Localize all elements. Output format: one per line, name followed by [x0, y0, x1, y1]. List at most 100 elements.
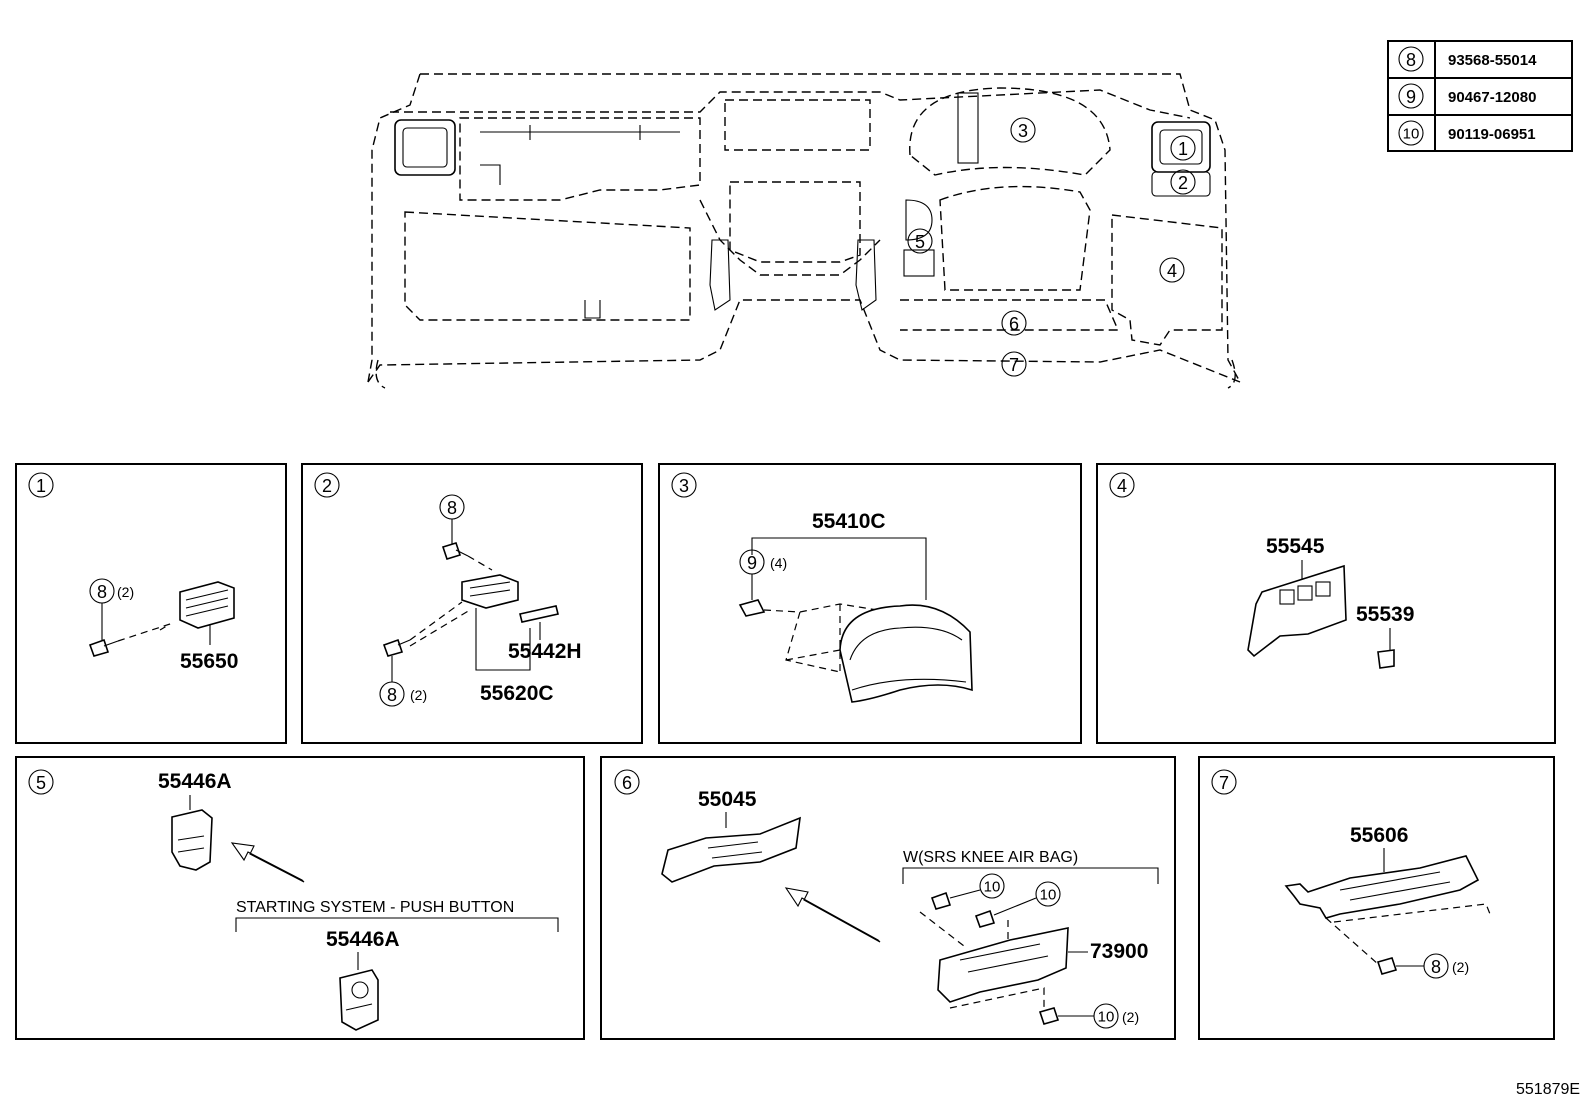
- svg-text:55446A: 55446A: [326, 928, 400, 951]
- overview-callout-3: 3: [1010, 117, 1036, 143]
- svg-text:5: 5: [915, 232, 925, 252]
- lower-right-leg: [1227, 359, 1236, 389]
- svg-text:8: 8: [387, 685, 397, 705]
- left-vent-inner: [402, 127, 448, 168]
- svg-text:55606: 55606: [1350, 824, 1408, 847]
- svg-text:6: 6: [622, 773, 632, 793]
- svg-text:55045: 55045: [698, 788, 757, 811]
- svg-text:8: 8: [1431, 957, 1441, 977]
- svg-text:55545: 55545: [1266, 535, 1325, 558]
- left-vent-outline: [394, 119, 456, 176]
- panel-7: 7 55606 8 (2): [1198, 756, 1555, 1040]
- glovebox-latch: [584, 300, 601, 319]
- left-pillar-detail: [709, 239, 731, 311]
- svg-text:1: 1: [1178, 139, 1188, 159]
- svg-text:55446A: 55446A: [158, 770, 232, 793]
- panel-5: 5 55446A STARTING SYSTEM - PUSH BUTTON 5…: [15, 756, 585, 1040]
- svg-text:55650: 55650: [180, 650, 238, 673]
- center-stack-outline: [729, 181, 861, 263]
- screw-8-p7: [1376, 957, 1398, 975]
- drawing-code: 551879E: [1516, 1081, 1580, 1098]
- svg-text:(4): (4): [770, 555, 787, 571]
- panel-2: 2 8 8 (2) 55442H 55620C: [301, 463, 643, 744]
- hole-cover-part: [1377, 649, 1395, 669]
- svg-text:90467-12080: 90467-12080: [1448, 89, 1536, 106]
- svg-text:93568-55014: 93568-55014: [1448, 52, 1537, 69]
- svg-text:W(SRS KNEE AIR BAG): W(SRS KNEE AIR BAG): [903, 849, 1078, 866]
- svg-text:(2): (2): [1122, 1009, 1139, 1025]
- panel-1: 1 8 (2) 55650: [15, 463, 287, 744]
- svg-text:90119-06951: 90119-06951: [1448, 126, 1536, 143]
- clip-9: [738, 599, 766, 617]
- svg-text:73900: 73900: [1090, 940, 1148, 963]
- svg-text:10: 10: [1403, 126, 1420, 143]
- air-vent-part: [179, 581, 235, 629]
- switch-base-part: [1247, 564, 1347, 658]
- screw-8-top: [441, 542, 462, 560]
- right-vent-inner: [1159, 129, 1203, 165]
- dashboard-top-line: [390, 89, 1191, 119]
- svg-text:9: 9: [747, 553, 757, 573]
- fastener-key-table: 8 93568-55014 9 90467-12080 10 90119-069…: [1387, 40, 1573, 152]
- center-screen-outline: [724, 99, 871, 151]
- cluster-hood-outline: [909, 87, 1111, 176]
- svg-text:(2): (2): [1452, 959, 1469, 975]
- lens-strip-part: [519, 605, 559, 623]
- cluster-center-tab: [957, 92, 979, 164]
- svg-text:8: 8: [447, 498, 457, 518]
- svg-text:4: 4: [1167, 261, 1177, 281]
- overview-callout-1: 1: [1170, 135, 1196, 161]
- lower-panel-part: [661, 816, 801, 883]
- center-console-line: [699, 199, 881, 276]
- push-button-bezel-part: [339, 969, 379, 1031]
- glovebox-outline: [404, 211, 691, 321]
- key-row-8: 8 93568-55014: [1398, 46, 1537, 72]
- svg-text:55620C: 55620C: [480, 682, 554, 705]
- direction-arrow-5: [230, 842, 305, 883]
- bolt-10-lower: [1038, 1007, 1060, 1025]
- right-pillar-detail: [855, 239, 877, 311]
- direction-arrow-6: [784, 887, 881, 943]
- svg-text:7: 7: [1219, 773, 1229, 793]
- lower-left-leg: [375, 359, 386, 389]
- overview-callout-7: 7: [1001, 351, 1027, 377]
- svg-text:5: 5: [36, 773, 46, 793]
- svg-text:2: 2: [1178, 173, 1188, 193]
- left-upper-panel: [459, 117, 701, 201]
- switch-pod: [905, 199, 933, 241]
- switch-housing-part: [461, 574, 519, 609]
- switch-bezel-part: [171, 809, 213, 871]
- svg-text:6: 6: [1009, 314, 1019, 334]
- svg-text:2: 2: [322, 476, 332, 496]
- svg-text:55442H: 55442H: [508, 640, 582, 663]
- svg-text:7: 7: [1009, 355, 1019, 375]
- svg-text:10: 10: [1040, 887, 1057, 904]
- switch-pod-base: [903, 249, 935, 277]
- panel-4: 4 55545 55539: [1096, 463, 1556, 744]
- left-upper-detail: [480, 125, 680, 185]
- right-lower-panel: [1111, 214, 1223, 346]
- panel-6: 6 55045 W(SRS KNEE AIR BAG) 10 10 73900 …: [600, 756, 1176, 1040]
- panel-3: 3 55410C 9 (4): [658, 463, 1082, 744]
- svg-text:10: 10: [984, 879, 1001, 896]
- svg-text:55410C: 55410C: [812, 510, 886, 533]
- dashboard-overview: 1 2 3 4 5 6 7: [367, 73, 1241, 389]
- svg-text:(2): (2): [117, 584, 134, 600]
- dash-bracket-part: [1284, 855, 1480, 919]
- svg-text:(2): (2): [410, 687, 427, 703]
- svg-text:55539: 55539: [1356, 603, 1414, 626]
- screw-8: [88, 638, 110, 657]
- svg-text:8: 8: [97, 582, 107, 602]
- svg-text:1: 1: [36, 476, 46, 496]
- svg-text:9: 9: [1406, 87, 1416, 107]
- svg-text:3: 3: [679, 476, 689, 496]
- key-row-9: 9 90467-12080: [1398, 83, 1536, 109]
- svg-text:3: 3: [1018, 121, 1028, 141]
- dashboard-lower-edge: [367, 299, 1241, 383]
- overview-callout-5: 5: [907, 228, 933, 254]
- right-switch-outline: [1151, 171, 1211, 197]
- dashboard-outline: [367, 73, 1241, 383]
- bolt-10-b: [974, 909, 996, 928]
- lower-knee-panel: [900, 299, 1120, 331]
